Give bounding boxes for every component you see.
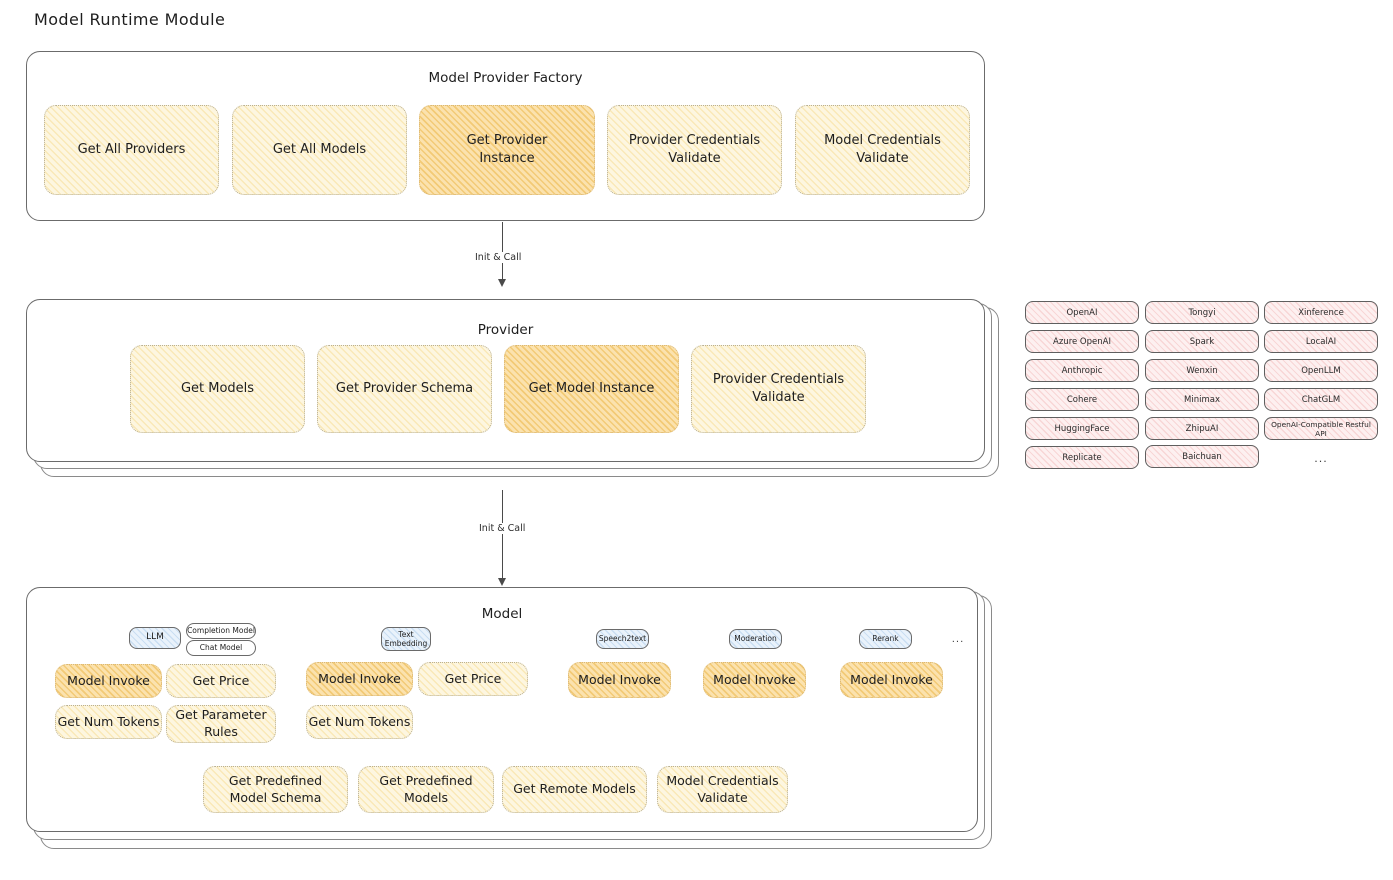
provider-pill-chatglm[interactable]: ChatGLM (1264, 388, 1378, 411)
provider-pill-openai-compatible-restful-api[interactable]: OpenAI-Compatible Restful API (1264, 417, 1378, 440)
provider-pill-minimax[interactable]: Minimax (1145, 388, 1259, 411)
model-title: Model (481, 606, 523, 622)
model-subtag-completion-model[interactable]: Completion Model (186, 623, 256, 639)
node-text-embedding-get-price[interactable]: Get Price (418, 662, 528, 696)
arrow-factory-to-provider-head (498, 279, 506, 287)
node-get-predefined-models[interactable]: Get Predefined Models (358, 766, 494, 813)
node-speech2text-model-invoke[interactable]: Model Invoke (568, 662, 671, 698)
node-model-credentials-validate[interactable]: Model Credentials Validate (795, 105, 970, 195)
node-get-models[interactable]: Get Models (130, 345, 305, 433)
model-type-tag-moderation[interactable]: Moderation (729, 629, 782, 649)
model-type-tag-speech2text[interactable]: Speech2text (596, 629, 649, 649)
arrow-factory-to-provider-label: Init & Call (472, 252, 525, 263)
provider-pill-azure-openai[interactable]: Azure OpenAI (1025, 330, 1139, 353)
page-title: Model Runtime Module (34, 10, 226, 29)
model-type-tag-llm[interactable]: LLM (129, 627, 181, 649)
provider-pill-openllm[interactable]: OpenLLM (1264, 359, 1378, 382)
node-provider-credentials-validate-2[interactable]: Provider Credentials Validate (691, 345, 866, 433)
node-llm-get-price[interactable]: Get Price (166, 664, 276, 698)
provider-pill-zhipuai[interactable]: ZhipuAI (1145, 417, 1259, 440)
arrow-provider-to-model-line (502, 490, 504, 580)
provider-pill-replicate[interactable]: Replicate (1025, 446, 1139, 469)
provider-pill-huggingface[interactable]: HuggingFace (1025, 417, 1139, 440)
provider-pill-localai[interactable]: LocalAI (1264, 330, 1378, 353)
arrow-provider-to-model-label: Init & Call (476, 523, 529, 534)
node-get-predefined-model-schema[interactable]: Get Predefined Model Schema (203, 766, 348, 813)
node-llm-get-parameter-rules[interactable]: Get Parameter Rules (166, 705, 276, 743)
provider-pill-wenxin[interactable]: Wenxin (1145, 359, 1259, 382)
provider-pill-openai[interactable]: OpenAI (1025, 301, 1139, 324)
node-get-all-models[interactable]: Get All Models (232, 105, 407, 195)
model-type-tag-rerank[interactable]: Rerank (859, 629, 912, 649)
model-subtag-chat-model[interactable]: Chat Model (186, 640, 256, 656)
node-get-provider-schema[interactable]: Get Provider Schema (317, 345, 492, 433)
node-llm-get-num-tokens[interactable]: Get Num Tokens (55, 705, 162, 739)
node-text-embedding-model-invoke[interactable]: Model Invoke (306, 662, 413, 696)
provider-pill-xinference[interactable]: Xinference (1264, 301, 1378, 324)
provider-title: Provider (477, 322, 534, 338)
provider-list-more-ellipsis: ... (1314, 451, 1328, 465)
provider-pill-spark[interactable]: Spark (1145, 330, 1259, 353)
node-text-embedding-get-num-tokens[interactable]: Get Num Tokens (306, 705, 413, 739)
node-moderation-model-invoke[interactable]: Model Invoke (703, 662, 806, 698)
node-model-credentials-validate-3[interactable]: Model Credentials Validate (657, 766, 788, 813)
model-types-more-ellipsis: ... (951, 633, 965, 645)
arrow-provider-to-model-head (498, 578, 506, 586)
node-get-remote-models[interactable]: Get Remote Models (502, 766, 647, 813)
arrow-factory-to-provider-line (502, 222, 504, 280)
node-rerank-model-invoke[interactable]: Model Invoke (840, 662, 943, 698)
node-llm-model-invoke[interactable]: Model Invoke (55, 664, 162, 698)
node-get-model-instance[interactable]: Get Model Instance (504, 345, 679, 433)
provider-pill-anthropic[interactable]: Anthropic (1025, 359, 1139, 382)
node-provider-credentials-validate[interactable]: Provider Credentials Validate (607, 105, 782, 195)
node-get-all-providers[interactable]: Get All Providers (44, 105, 219, 195)
model-provider-factory-title: Model Provider Factory (428, 70, 583, 86)
provider-pill-tongyi[interactable]: Tongyi (1145, 301, 1259, 324)
node-get-provider-instance[interactable]: Get Provider Instance (419, 105, 595, 195)
provider-pill-baichuan[interactable]: Baichuan (1145, 445, 1259, 468)
provider-pill-cohere[interactable]: Cohere (1025, 388, 1139, 411)
model-type-tag-text-embedding[interactable]: Text Embedding (381, 627, 431, 651)
